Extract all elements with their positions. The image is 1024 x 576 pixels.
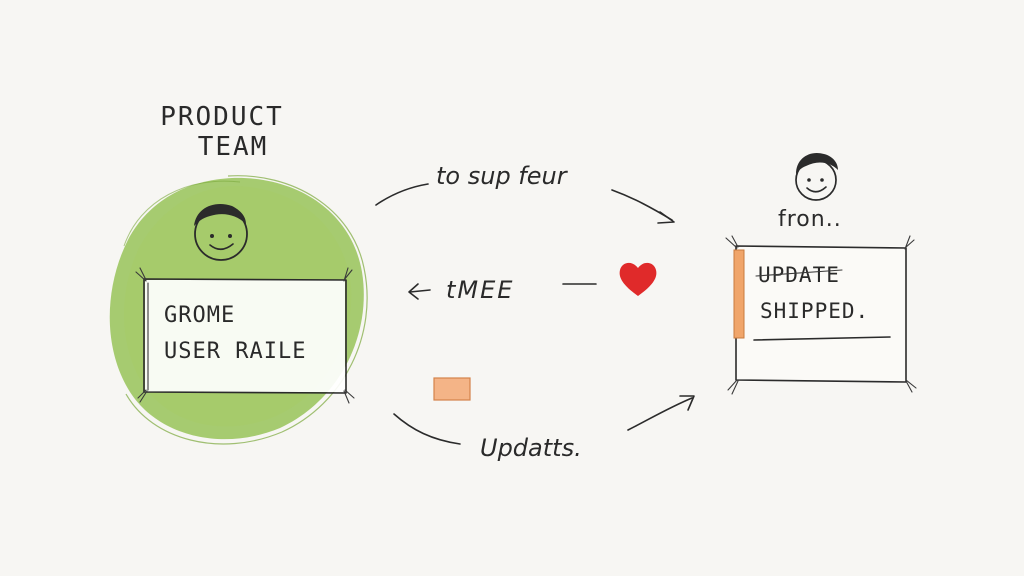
heart-icon [619,262,657,296]
bottom-arrow-label: Updatts. [480,434,582,462]
arrows: to sup feur tMEE Updatts. [375,162,695,462]
orange-accent-strip [733,249,745,339]
left-face-icon [194,204,248,261]
left-card-line1: GROME [164,303,235,328]
bottom-arrow: Updatts. [393,395,695,462]
right-group: fron.. UPDATE SHIPPED. [725,152,917,395]
left-title-line1: PRODUCT [160,102,284,132]
left-card: GROME USER RAILE [135,267,355,404]
middle-arrow-label: tMEE [446,276,514,304]
middle-arrow: tMEE [408,276,597,304]
right-card-line2: SHIPPED. [760,299,869,323]
top-arrow-label: to sup feur [436,162,569,190]
left-card-line2: USER RAILE [164,339,306,364]
right-face-icon [795,152,838,201]
left-title-line2: TEAM [198,132,269,162]
right-card: UPDATE SHIPPED. [725,235,917,395]
left-group: PRODUCT TEAM GROME USER RAILE [109,102,368,445]
orange-note-icon [433,377,471,401]
top-arrow: to sup feur [375,162,675,224]
right-caption: fron.. [778,207,842,232]
